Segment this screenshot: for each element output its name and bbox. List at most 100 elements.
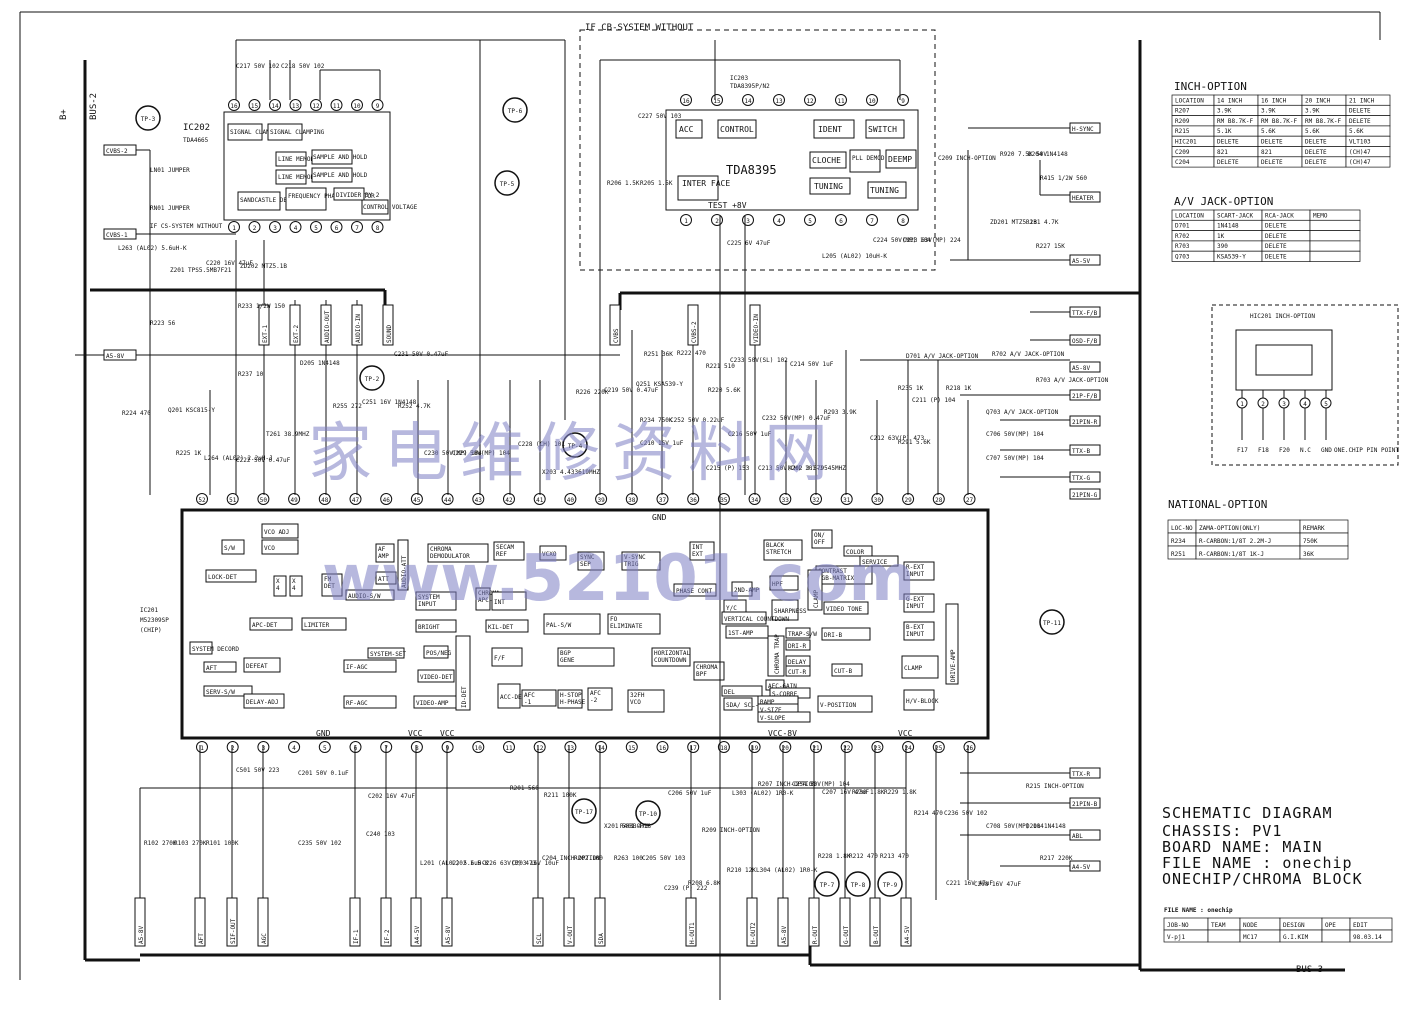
svg-text:LINE MEMORY: LINE MEMORY xyxy=(278,174,318,181)
ic201-pin-14 xyxy=(595,741,608,753)
ic203-pin-15 xyxy=(711,94,723,106)
svg-text:PLL DEMOD: PLL DEMOD xyxy=(852,155,885,162)
title-block: SCHEMATIC DIAGRAM CHASSIS: PV1 BOARD NAM… xyxy=(1162,804,1393,943)
ic201-pin-label: 51 xyxy=(229,497,237,504)
ic203-pin-12 xyxy=(804,94,816,106)
svg-text:CONTROL: CONTROL xyxy=(720,125,754,134)
svg-text:R228 1.8K: R228 1.8K xyxy=(818,853,851,860)
svg-text:RM B8.7K-F: RM B8.7K-F xyxy=(1305,118,1342,125)
svg-text:IF-AGC: IF-AGC xyxy=(346,664,368,671)
svg-text:R215: R215 xyxy=(1175,128,1190,135)
bus-label-bus2: BUS-2 xyxy=(89,93,99,120)
svg-text:INPUT: INPUT xyxy=(906,603,924,610)
svg-text:DELETE: DELETE xyxy=(1305,149,1327,156)
ic201-pin-label: 23 xyxy=(874,745,882,752)
svg-text:NATIONAL-OPTION: NATIONAL-OPTION xyxy=(1168,498,1267,511)
svg-text:C216 50V 1uF: C216 50V 1uF xyxy=(728,431,772,438)
svg-text:4: 4 xyxy=(292,585,296,592)
svg-text:GENE: GENE xyxy=(560,657,575,664)
svg-text:R209 INCH-OPTION: R209 INCH-OPTION xyxy=(702,827,760,834)
svg-text:C224 50V(MP) 104: C224 50V(MP) 104 xyxy=(873,237,931,244)
svg-text:DELETE: DELETE xyxy=(1265,243,1287,250)
ic201-pin-39 xyxy=(595,493,608,505)
svg-text:KSA539-Y: KSA539-Y xyxy=(1217,254,1246,261)
svg-text:STRETCH: STRETCH xyxy=(766,549,792,556)
ic201-pin-label: 8 xyxy=(415,745,419,752)
svg-text:V-SIZE: V-SIZE xyxy=(760,707,782,714)
svg-text:EXT-1: EXT-1 xyxy=(262,325,269,343)
ic201-pin-24 xyxy=(902,741,915,753)
svg-text:L201 (AL02) 5.6uH-K: L201 (AL02) 5.6uH-K xyxy=(420,860,489,867)
svg-text:C214 50V 1uF: C214 50V 1uF xyxy=(790,361,834,368)
svg-text:TRAP-S/W: TRAP-S/W xyxy=(788,631,817,638)
svg-text:LOCATION: LOCATION xyxy=(1175,97,1204,104)
title-line2: CHASSIS: PV1 xyxy=(1162,822,1282,840)
svg-text:DEL: DEL xyxy=(724,689,735,696)
svg-text:D204 1N4148: D204 1N4148 xyxy=(1028,151,1068,158)
svg-text:C218 50V 102: C218 50V 102 xyxy=(281,63,325,70)
ic202-pin-label: 1 xyxy=(232,225,236,232)
svg-text:C201 50V 0.1uF: C201 50V 0.1uF xyxy=(298,770,349,777)
ic201-pin-label: 46 xyxy=(383,497,391,504)
svg-text:R212 470: R212 470 xyxy=(849,853,878,860)
svg-text:FREQUENCY PHASE DETECTOR: FREQUENCY PHASE DETECTOR xyxy=(288,193,375,200)
ic202-pin-label: 2 xyxy=(253,225,257,232)
svg-text:Q251 KSA539-Y: Q251 KSA539-Y xyxy=(636,381,683,388)
svg-text:X: X xyxy=(292,578,296,585)
svg-text:C227 50V 103: C227 50V 103 xyxy=(638,113,682,120)
svg-text:C205 50V 103: C205 50V 103 xyxy=(642,855,686,862)
svg-text:BLACK: BLACK xyxy=(766,542,784,549)
svg-text:DIVIDER BY 2: DIVIDER BY 2 xyxy=(336,192,380,199)
svg-text:CONTROL VOLTAGE: CONTROL VOLTAGE xyxy=(363,204,418,211)
svg-text:X: X xyxy=(276,578,280,585)
ic201-pin-label: 21 xyxy=(812,745,820,752)
svg-text:ELIMINATE: ELIMINATE xyxy=(610,623,643,630)
svg-text:SYNC: SYNC xyxy=(580,554,595,561)
ic203-pin-4 xyxy=(773,214,785,226)
svg-text:Q703: Q703 xyxy=(1175,254,1190,261)
svg-text:R202 100: R202 100 xyxy=(574,855,603,862)
svg-text:C239 (P) 222: C239 (P) 222 xyxy=(664,885,708,892)
testpoint-tp-8 xyxy=(845,871,871,897)
ic201-chip: (CHIP) xyxy=(140,627,162,634)
svg-text:SAMPLE AND HOLD: SAMPLE AND HOLD xyxy=(313,154,368,161)
ic203-pin-label: 11 xyxy=(837,98,845,105)
ic201-pin-1 xyxy=(196,741,208,753)
svg-text:C231 50V 0.47uF: C231 50V 0.47uF xyxy=(394,351,449,358)
ic201-pin-40 xyxy=(564,493,577,505)
svg-text:HIC201 INCH-OPTION: HIC201 INCH-OPTION xyxy=(1250,313,1315,320)
svg-text:821: 821 xyxy=(1261,149,1272,156)
ic201-pin-label: 39 xyxy=(597,497,605,504)
ic203-pin-label: 10 xyxy=(868,98,876,105)
svg-text:R213 470: R213 470 xyxy=(880,853,909,860)
svg-text:C252 50V 0.22uF: C252 50V 0.22uF xyxy=(670,417,725,424)
ic201-pin-51 xyxy=(226,493,239,505)
svg-text:Y/C: Y/C xyxy=(726,605,737,612)
ic201-vcc-c: VCC xyxy=(898,729,913,738)
svg-text:D701 A/V JACK-OPTION: D701 A/V JACK-OPTION xyxy=(906,353,979,360)
svg-text:21PIN-G: 21PIN-G xyxy=(1072,492,1098,499)
svg-text:EXT-2: EXT-2 xyxy=(293,325,300,343)
svg-text:A4-5V: A4-5V xyxy=(1072,864,1090,871)
svg-text:C707 50V(MP) 104: C707 50V(MP) 104 xyxy=(986,455,1044,462)
svg-text:TTX-R: TTX-R xyxy=(1072,771,1090,778)
ic203-pin-6 xyxy=(835,214,847,226)
svg-text:CONTRAST: CONTRAST xyxy=(818,568,847,575)
svg-text:SYSTEM-SET: SYSTEM-SET xyxy=(370,651,407,658)
ic201-vcc8: VCC-8V xyxy=(768,729,797,738)
svg-text:R415 1/2W 560: R415 1/2W 560 xyxy=(1040,175,1087,182)
svg-text:21PIN-B: 21PIN-B xyxy=(1072,801,1098,808)
svg-text:CLAMP: CLAMP xyxy=(813,590,820,608)
ic202-pin-16 xyxy=(228,99,240,111)
svg-text:INCH-OPTION: INCH-OPTION xyxy=(1174,80,1247,93)
svg-text:FO: FO xyxy=(610,616,618,623)
svg-text:SANDCASTLE DETECTOR: SANDCASTLE DETECTOR xyxy=(240,197,309,204)
svg-text:750K: 750K xyxy=(1303,538,1318,545)
svg-text:RGB-MATRIX: RGB-MATRIX xyxy=(818,575,855,582)
ic203-pin-11 xyxy=(835,94,847,106)
ic201-part: M52309SP xyxy=(140,617,169,624)
ic203-pin-8 xyxy=(897,214,909,226)
svg-text:EXT: EXT xyxy=(692,551,703,558)
